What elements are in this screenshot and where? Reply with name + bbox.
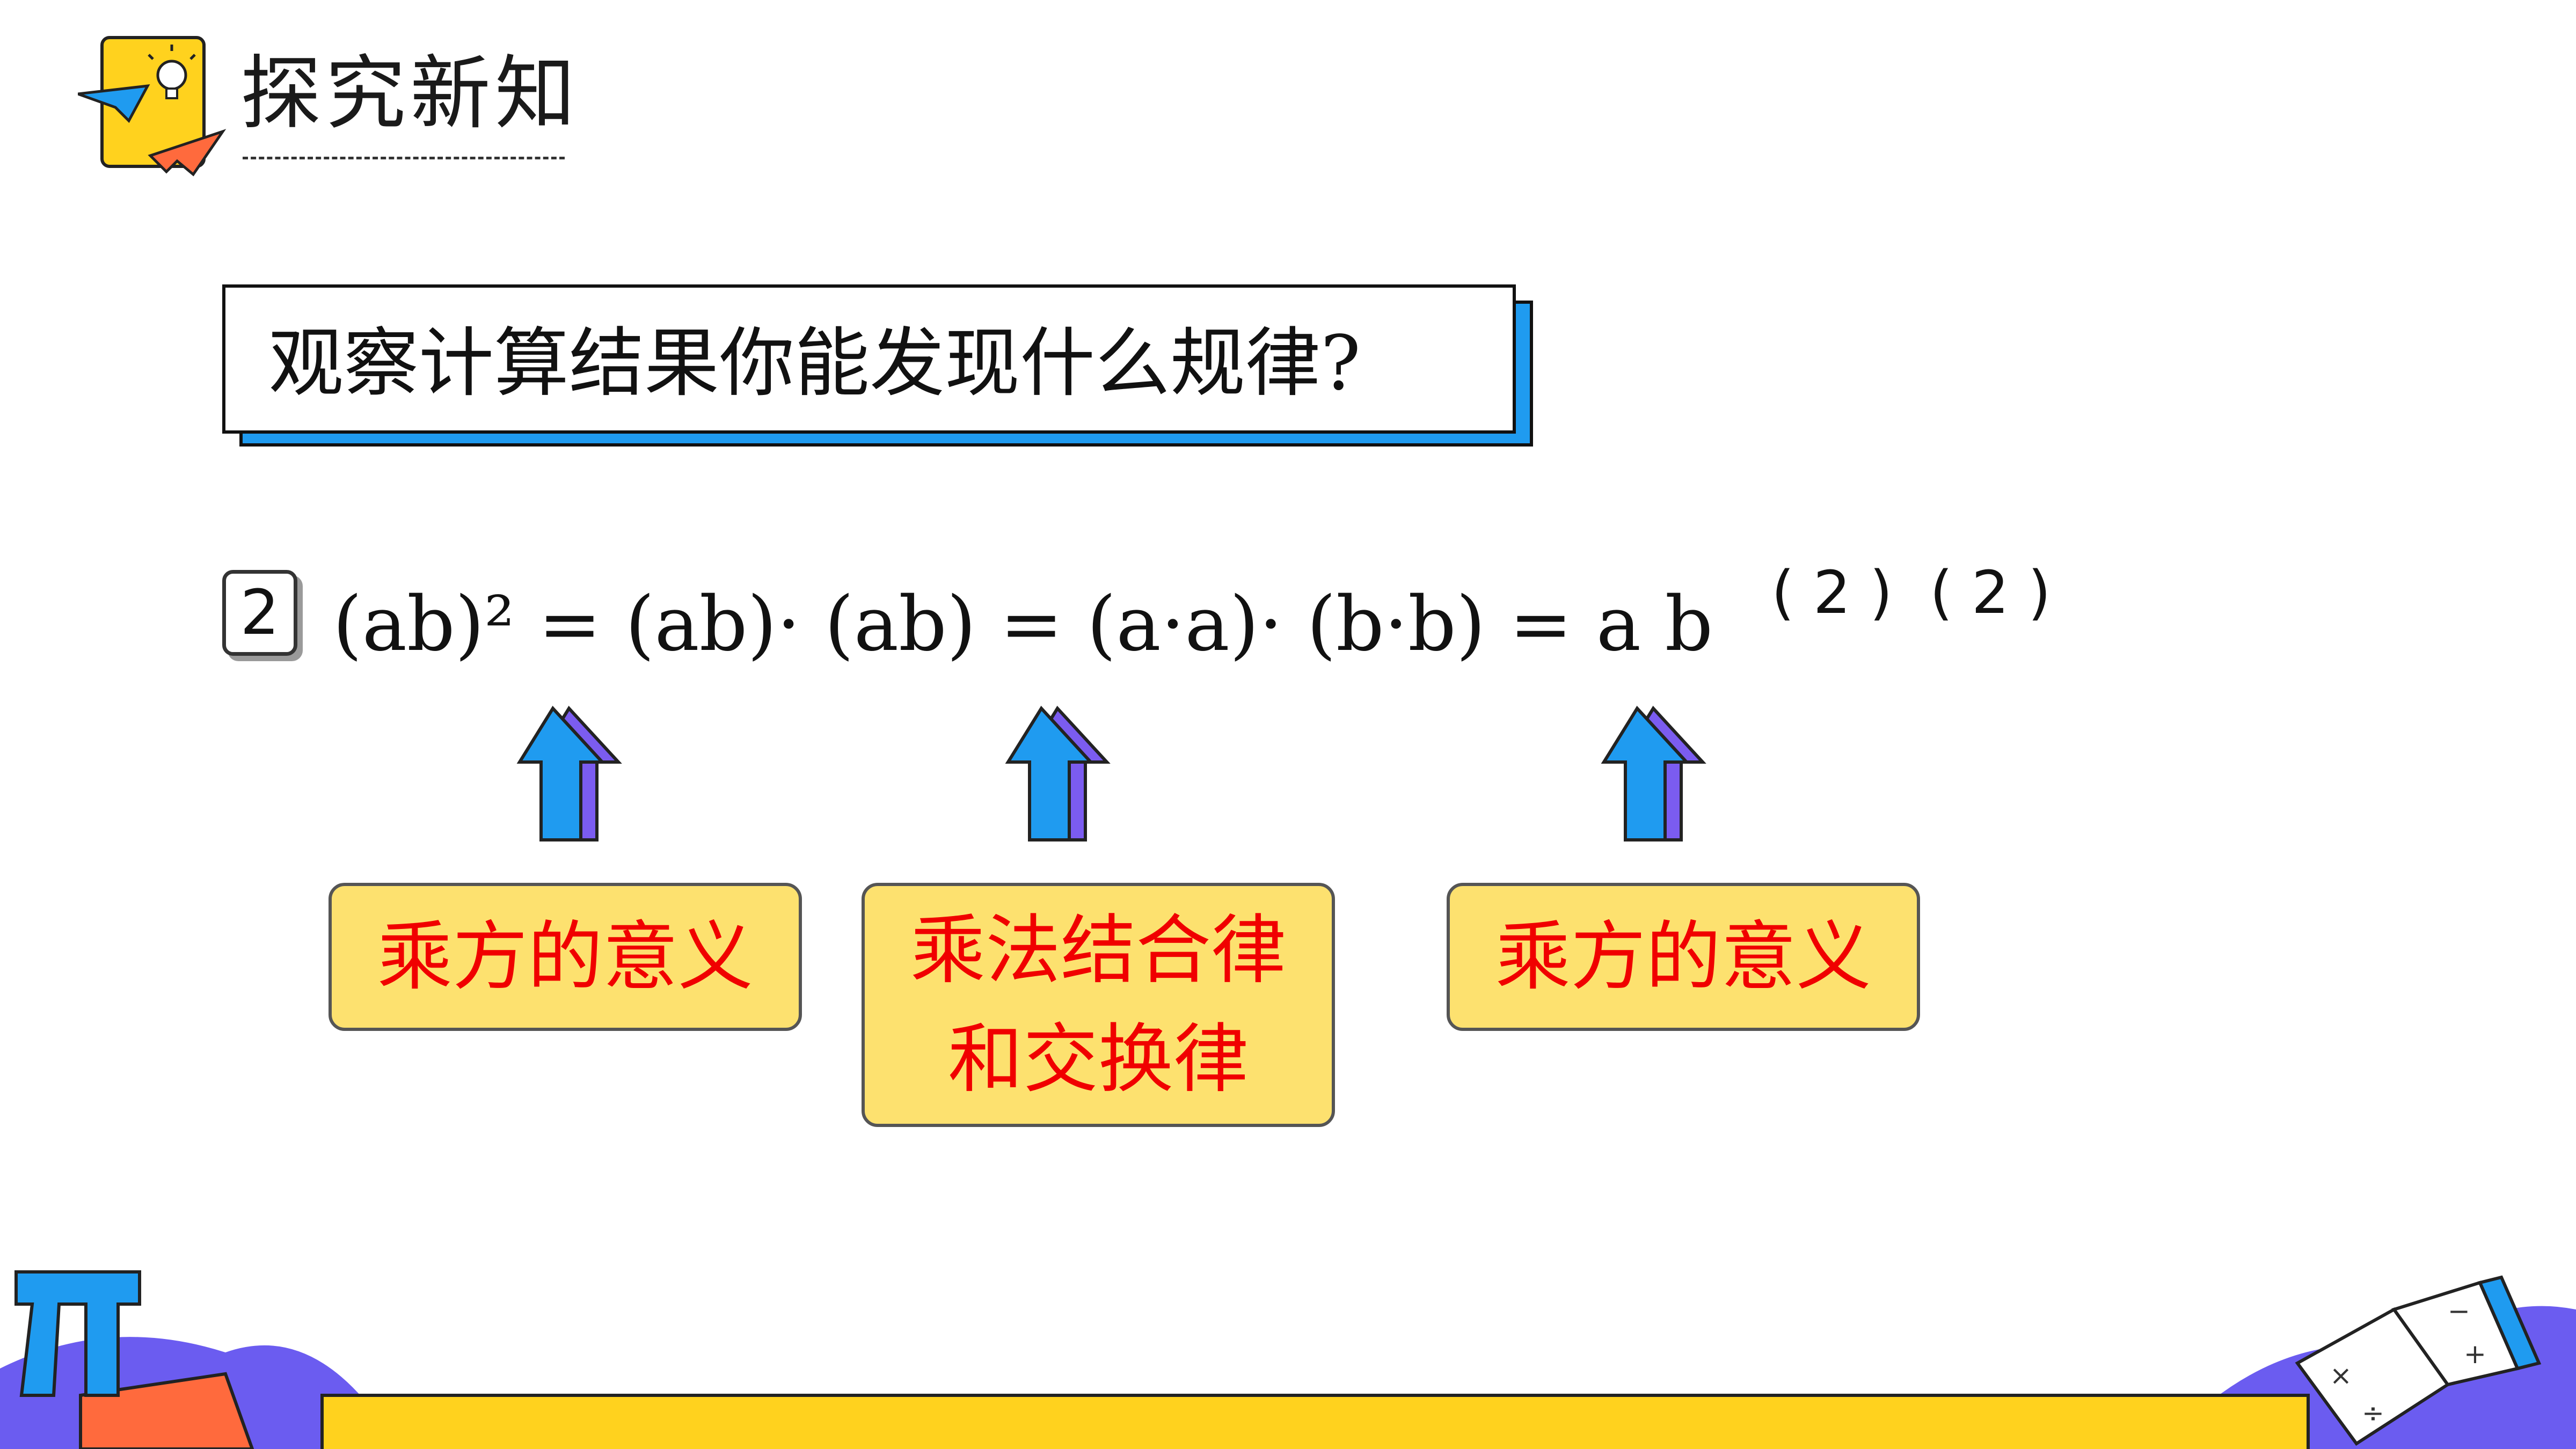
svg-text:×: × <box>2330 1360 2352 1391</box>
up-arrow-icon <box>1601 706 1706 841</box>
section-title: 探究新知 <box>240 47 580 141</box>
note-label: 乘方的意义 <box>377 913 753 1001</box>
formula-expression: (ab)² = (ab)· (ab) = (a·a)· (b·b) = a b <box>333 581 1713 668</box>
note-box-associative-commutative: 乘法结合律 和交换律 <box>862 883 1335 1127</box>
pi-symbol-icon <box>14 1270 254 1449</box>
up-arrow-icon <box>516 706 622 841</box>
lightbulb-paper-plane-icon <box>78 36 227 177</box>
item-number: 2 <box>240 577 280 649</box>
item-number-badge: 2 <box>222 570 297 656</box>
svg-text:÷: ÷ <box>2362 1397 2384 1429</box>
title-underline <box>243 157 565 159</box>
exponent-blank-a: ( 2 ) <box>1771 558 1893 627</box>
question-box <box>222 284 1516 434</box>
footer-decoration: × ÷ − + <box>0 1270 2576 1449</box>
exponent-blank-b: ( 2 ) <box>1930 558 2051 627</box>
note-box-power-meaning-1: 乘方的意义 <box>329 883 802 1031</box>
up-arrow-icon <box>1005 706 1111 841</box>
question-text: 观察计算结果你能发现什么规律? <box>268 320 1361 407</box>
open-math-book-icon: × ÷ − + <box>2295 1275 2542 1446</box>
note-label: 乘方的意义 <box>1495 913 1871 1001</box>
note-label-line2: 和交换律 <box>947 1015 1249 1103</box>
note-label-line1: 乘法结合律 <box>910 906 1286 994</box>
svg-text:+: + <box>2464 1338 2486 1370</box>
svg-text:−: − <box>2448 1296 2470 1327</box>
note-box-power-meaning-2: 乘方的意义 <box>1447 883 1920 1031</box>
